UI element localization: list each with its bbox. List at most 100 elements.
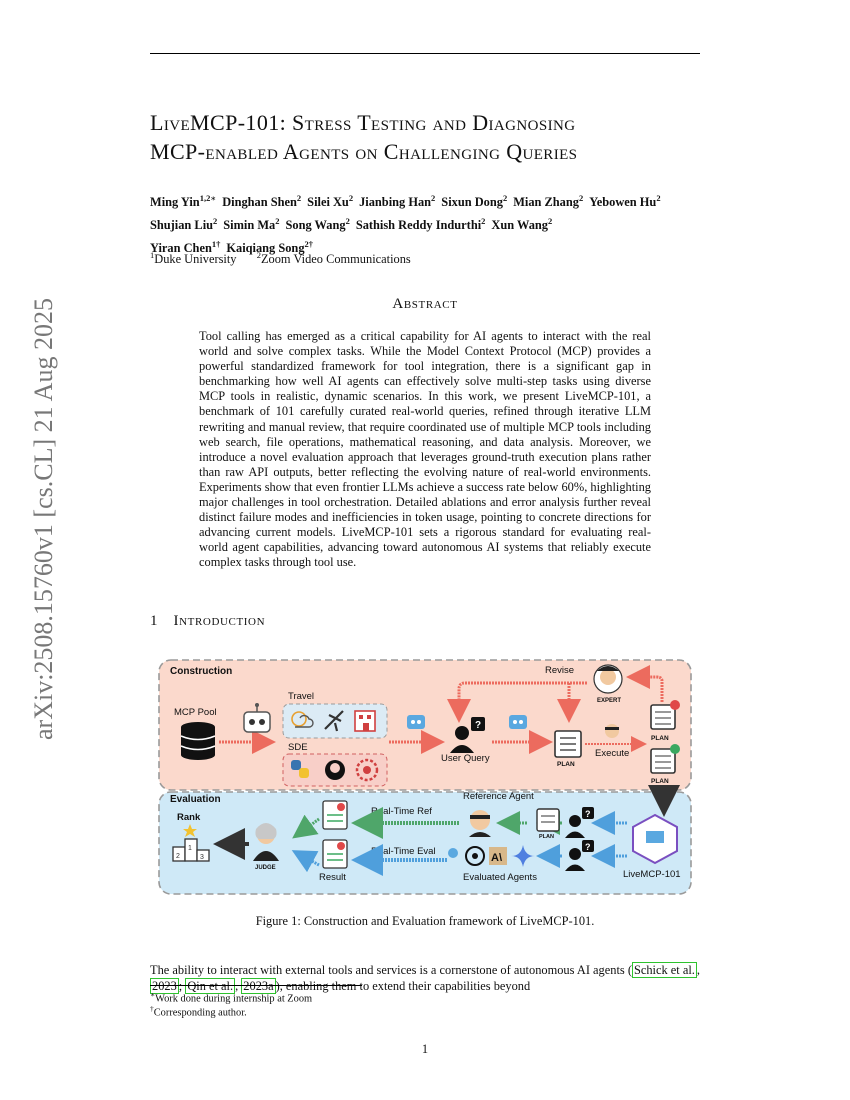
affiliation-2: Zoom Video Communications (260, 252, 411, 267)
affiliation-1-mark: 1 (150, 250, 155, 260)
plan-doc-icon (554, 730, 582, 758)
author: Jianbing Han2 (359, 193, 436, 210)
author-name: Kaiqiang Song (226, 241, 305, 256)
author-name: Xun Wang (491, 218, 548, 233)
author: Yiran Chen1† (150, 239, 221, 255)
abstract-heading: Abstract (392, 296, 458, 312)
github-icon (325, 760, 345, 780)
intro-paragraph: The ability to interact with external to… (150, 962, 700, 994)
airplane-icon (324, 710, 344, 732)
author-affiliation-mark: 2 (548, 216, 553, 227)
intro-sep-1: , (696, 963, 700, 977)
top-rule (150, 53, 700, 54)
realtime-eval-label: Real-Time Eval (371, 846, 436, 857)
author: Ming Yin1,2∗ (150, 193, 217, 210)
author: Song Wang2 (286, 216, 350, 232)
openai-icon (465, 846, 485, 866)
author-name: Mian Zhang (513, 195, 579, 210)
anthropic-icon: A\ (489, 847, 507, 865)
citation-schick[interactable]: Schick et al. (631, 962, 697, 978)
svg-text:?: ? (585, 809, 591, 819)
sde-label: SDE (288, 742, 308, 753)
author: Sathish Reddy Indurthi2 (356, 216, 486, 232)
citation-qin[interactable]: Qin et al. (185, 978, 236, 994)
figure-caption: Figure 1: Construction and Evaluation fr… (255, 914, 595, 928)
user-query-icon-ref: ? (565, 807, 594, 838)
footnote-2-text: Corresponding author. (153, 1007, 247, 1019)
user-query-icon-eval: ? (565, 840, 594, 871)
author-affiliation-mark: 2 (275, 216, 280, 227)
author-name: Simin Ma (223, 218, 276, 233)
author-name: Silei Xu (307, 195, 349, 210)
arrow-plan-to-expert (626, 665, 664, 702)
rank-label: Rank (177, 812, 201, 823)
gemini-icon (511, 845, 535, 867)
citation-schick-year[interactable]: 2023 (150, 978, 179, 994)
executor-icon (605, 724, 619, 738)
robot-small-icon (407, 715, 425, 729)
mcp-pool-label: MCP Pool (174, 707, 217, 718)
author-name: Dinghan Shen (222, 195, 297, 210)
revise-label: Revise (545, 665, 574, 676)
author-name: Yebowen Hu (589, 195, 657, 210)
intro-sep-2: ; (178, 979, 186, 993)
section-title: Introduction (173, 613, 266, 629)
execute-label: Execute (595, 748, 629, 759)
plan-rejected-icon (650, 700, 680, 730)
intro-sep-3: , (235, 979, 242, 993)
author-affiliation-mark: 2 (578, 193, 584, 203)
user-query-icon: ? (450, 717, 485, 753)
footnote-2: †Corresponding author. (150, 1002, 247, 1020)
author-affiliation-mark: 1† (211, 239, 221, 250)
arxiv-stamp[interactable]: arXiv:2508.15760v1 [cs.CL] 21 Aug 2025 (29, 298, 58, 740)
footnote-rule (150, 985, 362, 986)
plan-doc-ref-icon (536, 808, 560, 832)
author-affiliation-mark: 2 (345, 216, 350, 227)
author-name: Shujian Liu (150, 218, 214, 233)
author-name: Ming Yin (150, 195, 200, 210)
author: Silei Xu2 (307, 193, 354, 210)
revise-arrow (447, 681, 587, 723)
robot-icon (243, 703, 271, 733)
footnote-1-text: Work done during internship at Zoom (155, 993, 313, 1005)
author: Kaiqiang Song2† (226, 239, 314, 256)
author-affiliation-mark: 2 (481, 216, 486, 227)
hotel-icon (354, 710, 376, 732)
travel-label: Travel (288, 691, 314, 702)
gear-tool-icon (355, 758, 379, 782)
plan-label-2: PLAN (651, 735, 669, 742)
framework-figure: Construction Evaluation MCP Pool Travel … (158, 659, 692, 895)
author-affiliation-mark: 2 (348, 193, 354, 203)
author-affiliation-mark: 2 (431, 193, 436, 203)
affiliations: 1Duke University 2Zoom Video Communicati… (150, 250, 411, 267)
abstract-body: Tool calling has emerged as a critical c… (199, 329, 651, 570)
database-icon (180, 722, 216, 760)
author-affiliation-mark: 2† (304, 239, 314, 250)
svg-text:?: ? (475, 720, 481, 731)
author: Sixun Dong2 (441, 193, 507, 210)
python-icon (291, 760, 309, 778)
author-name: Jianbing Han (359, 195, 432, 210)
result-ref-icon (322, 800, 348, 830)
svg-text:A\: A\ (491, 852, 502, 864)
reference-agent-label: Reference Agent (463, 791, 534, 802)
author: Xun Wang2 (491, 216, 553, 233)
small-status-icon (448, 848, 458, 858)
title-line-1: LiveMCP-101: Stress Testing and Diagnosi… (150, 110, 576, 135)
page-number: 1 (421, 1042, 429, 1056)
result-eval-icon (322, 839, 348, 869)
author-affiliation-mark: 1,2∗ (199, 193, 217, 203)
livemcp-icon (632, 813, 678, 865)
plan-label-4: PLAN (539, 834, 554, 840)
intro-text-before: The ability to interact with external to… (150, 963, 632, 977)
author-affiliation-mark: 2 (296, 193, 302, 203)
citation-qin-year[interactable]: 2023a (241, 978, 276, 994)
author-affiliation-mark: 2 (656, 193, 661, 203)
author-name: Sixun Dong (441, 195, 503, 210)
expert-label: EXPERT (597, 698, 621, 704)
svg-text:3: 3 (200, 854, 204, 861)
author: Simin Ma2 (223, 216, 280, 233)
